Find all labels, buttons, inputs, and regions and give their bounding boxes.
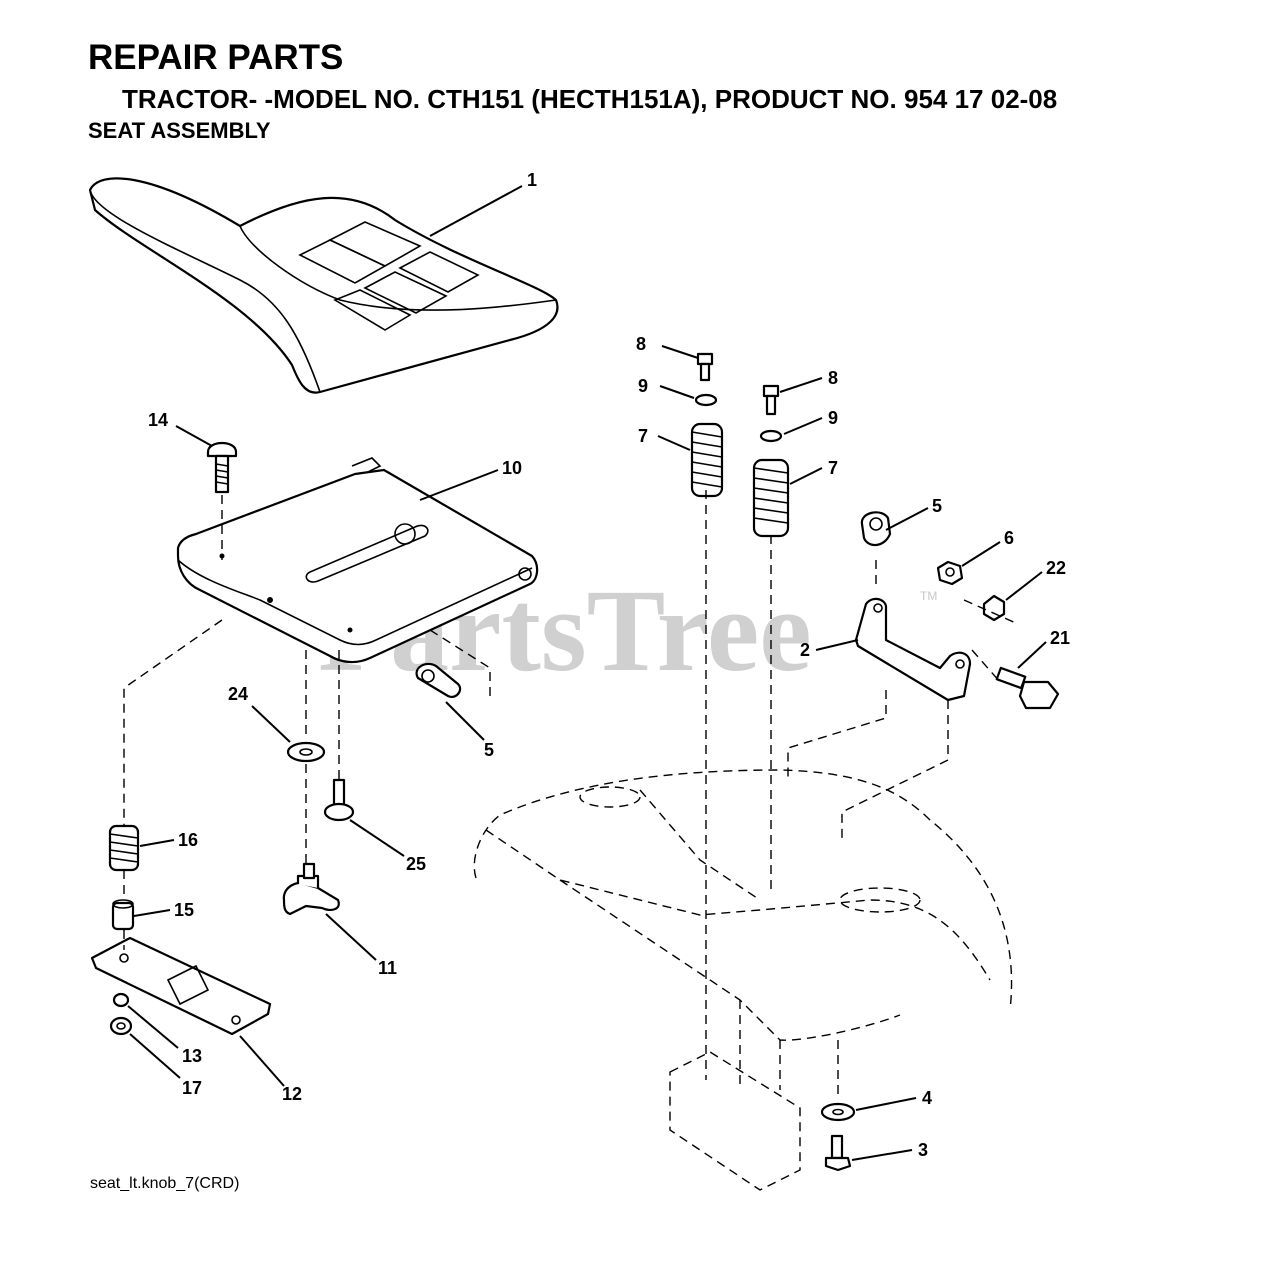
hex-nut-part <box>936 560 964 586</box>
cable-clip-part-left <box>415 662 462 698</box>
assembly-lines <box>123 490 1019 1100</box>
callout-24: 24 <box>228 684 248 704</box>
callout-7-left: 7 <box>638 426 648 446</box>
bolt-part-right <box>762 384 780 416</box>
section-title: SEAT ASSEMBLY <box>88 118 271 143</box>
leader-lines <box>127 185 1047 1161</box>
callout-2: 2 <box>800 640 810 660</box>
callout-5-left: 5 <box>484 740 494 760</box>
flat-washer-part <box>286 741 326 763</box>
nut-part <box>112 992 130 1008</box>
callout-4: 4 <box>922 1088 932 1108</box>
diagram-file-reference: seat_lt.knob_7(CRD) <box>90 1175 240 1192</box>
seat-spring-part <box>108 824 140 872</box>
callout-5-right: 5 <box>932 496 942 516</box>
lock-nut-part <box>109 1016 133 1036</box>
page-title: REPAIR PARTS <box>88 38 344 77</box>
washer-part-right <box>759 429 783 443</box>
mounting-bracket-part <box>854 597 972 702</box>
model-line: TRACTOR- -MODEL NO. CTH151 (HECTH151A), … <box>122 84 1058 114</box>
callout-6: 6 <box>1004 528 1014 548</box>
callout-16: 16 <box>178 830 198 850</box>
callout-22: 22 <box>1046 558 1066 578</box>
callout-11: 11 <box>378 958 397 978</box>
callout-labels: 1 14 10 24 5 16 25 15 11 13 17 12 8 9 7 … <box>148 170 1070 1160</box>
seat-knob-part <box>282 862 340 916</box>
bolt-part-left <box>696 352 714 382</box>
callout-9-left: 9 <box>638 376 648 396</box>
callout-7-right: 7 <box>828 458 838 478</box>
callout-9-right: 9 <box>828 408 838 428</box>
callout-25: 25 <box>406 854 426 874</box>
shoulder-bolt-part <box>323 778 355 822</box>
bolt-part-3 <box>824 1134 852 1172</box>
callout-13: 13 <box>182 1046 202 1066</box>
callout-8-left: 8 <box>636 334 646 354</box>
callout-3: 3 <box>918 1140 928 1160</box>
callout-15: 15 <box>174 900 194 920</box>
callout-1: 1 <box>527 170 537 190</box>
callout-8-right: 8 <box>828 368 838 388</box>
spring-part-right <box>752 458 790 538</box>
lock-nut-part-22 <box>982 594 1006 622</box>
spacer-part <box>111 899 135 931</box>
washer-part-left <box>694 393 718 407</box>
seat-part <box>88 177 559 394</box>
callout-14: 14 <box>148 410 168 430</box>
fender-outline <box>473 769 1013 1191</box>
carriage-bolt-part <box>206 441 238 494</box>
callout-21: 21 <box>1050 628 1070 648</box>
washer-part-4 <box>820 1102 856 1122</box>
seat-pan-part <box>176 457 539 664</box>
hex-bolt-part <box>995 666 1060 710</box>
spring-part-left <box>690 422 724 498</box>
watermark-tm: TM <box>920 589 937 603</box>
cable-clip-part-right <box>860 511 892 547</box>
callout-12: 12 <box>282 1084 302 1104</box>
callout-10: 10 <box>502 458 522 478</box>
callout-17: 17 <box>182 1078 202 1098</box>
seat-bracket-plate-part <box>90 936 272 1036</box>
